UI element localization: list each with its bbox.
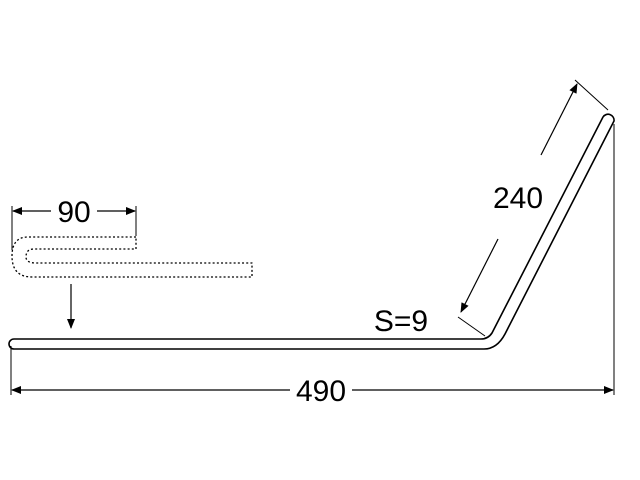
overall-length-dimension-label: 490 <box>296 375 346 408</box>
thickness-label: S=9 <box>374 305 428 338</box>
hemmed-variant-outline <box>11 236 253 278</box>
hem-dimension-label: 90 <box>57 196 90 229</box>
bent-strip <box>8 113 615 350</box>
overall-length-dimension: 490 <box>10 124 615 408</box>
angled-leg-dimension: 240 <box>457 79 609 337</box>
angled-leg-dimension-label: 240 <box>493 182 543 215</box>
hem-dimension: 90 <box>11 196 137 250</box>
